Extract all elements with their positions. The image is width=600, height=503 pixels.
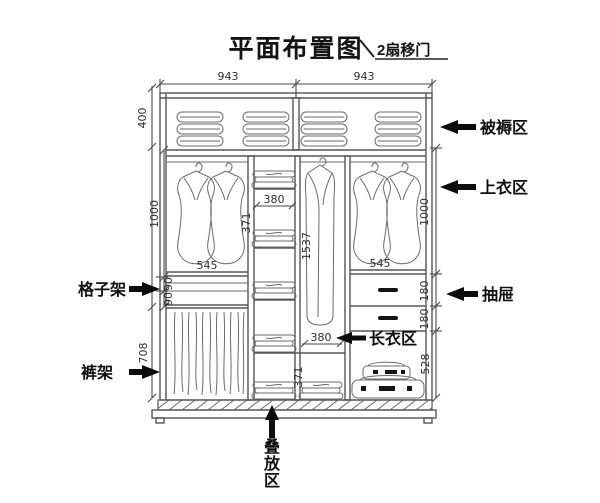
right-arrow-icon [129,282,160,296]
drawer-handle [378,316,398,320]
dim-top-left: 943 [218,70,239,83]
folded-clothes-icon [298,381,344,400]
folded-blanket-icon [242,111,290,147]
dim-right-hang-height: 1000 [418,198,431,226]
pants-rack-section [173,311,245,396]
dim-left-hang-width: 545 [197,259,218,272]
dim-grid-shelf-a: 90 [162,277,175,291]
left-arrow-icon [446,287,478,301]
long-coat-column [298,157,345,400]
cabinet-frame [159,92,433,401]
toe-kick-hatch [157,399,433,411]
right-arrow-icon [129,365,160,379]
label-tops-zone: 上衣区 [480,178,528,197]
folded-clothes-icon [251,229,297,248]
dim-middle-gap-top: 371 [240,213,253,234]
label-stacking-char-3: 区 [264,472,280,490]
left-arrow-icon [336,332,366,344]
folded-clothes-icon [251,334,297,353]
folded-clothes-icon [251,170,297,189]
dim-top-right: 943 [354,70,375,83]
right-section [350,161,426,399]
dim-coat-width: 380 [311,331,332,344]
left-arrow-icon [440,180,476,194]
dim-bedding-height: 400 [136,108,149,129]
label-stacking-char-2: 放 [263,454,281,473]
folded-clothes-icon [251,281,297,300]
cabinet-base [151,399,437,424]
dim-bottom-height: 528 [419,354,432,375]
shirt-icon [353,162,391,265]
label-drawer: 抽屉 [482,285,514,304]
shirt-icon [207,162,245,265]
title-slash-mark [359,39,375,58]
label-long-clothes-zone: 长衣区 [369,329,417,348]
dim-grid-shelf-b: 90 [162,292,175,306]
dim-pants-height: 708 [137,343,150,364]
up-arrow-icon [265,405,279,438]
shirt-icon [383,162,421,265]
folded-blanket-icon [374,111,422,147]
suitcase-large-icon [351,375,425,399]
folded-blanket-icon [300,111,348,147]
dim-drawer-a: 180 [418,281,431,302]
shirt-icon [177,162,215,265]
dim-coat-height: 1537 [300,232,313,260]
dim-drawer-b: 180 [418,309,431,330]
middle-shelf-column [251,170,345,400]
label-stacking-zone: 叠 放 区 [263,438,281,490]
left-hanging-section [166,161,248,309]
label-grid-shelf: 格子架 [78,280,126,299]
suitcase-small-icon [362,361,411,380]
dim-middle-width: 380 [264,193,285,206]
page-title: 平面布置图 [228,34,363,63]
dim-right-hang-width: 545 [370,257,391,270]
left-arrow-icon [440,120,476,134]
folded-clothes-icon [251,381,297,400]
drawer-handle [378,288,398,292]
dimension-lines [147,79,442,403]
label-stacking-char-1: 叠 [264,438,280,456]
dim-middle-gap-bottom: 371 [292,367,305,388]
door-type-note: 2扇移门 [377,41,430,59]
folded-blanket-icon [176,111,224,147]
dim-left-hang-height: 1000 [148,200,161,228]
label-bedding-zone: 被褥区 [480,118,528,137]
label-pants-rack: 裤架 [81,363,113,382]
pants-icon [173,311,176,395]
